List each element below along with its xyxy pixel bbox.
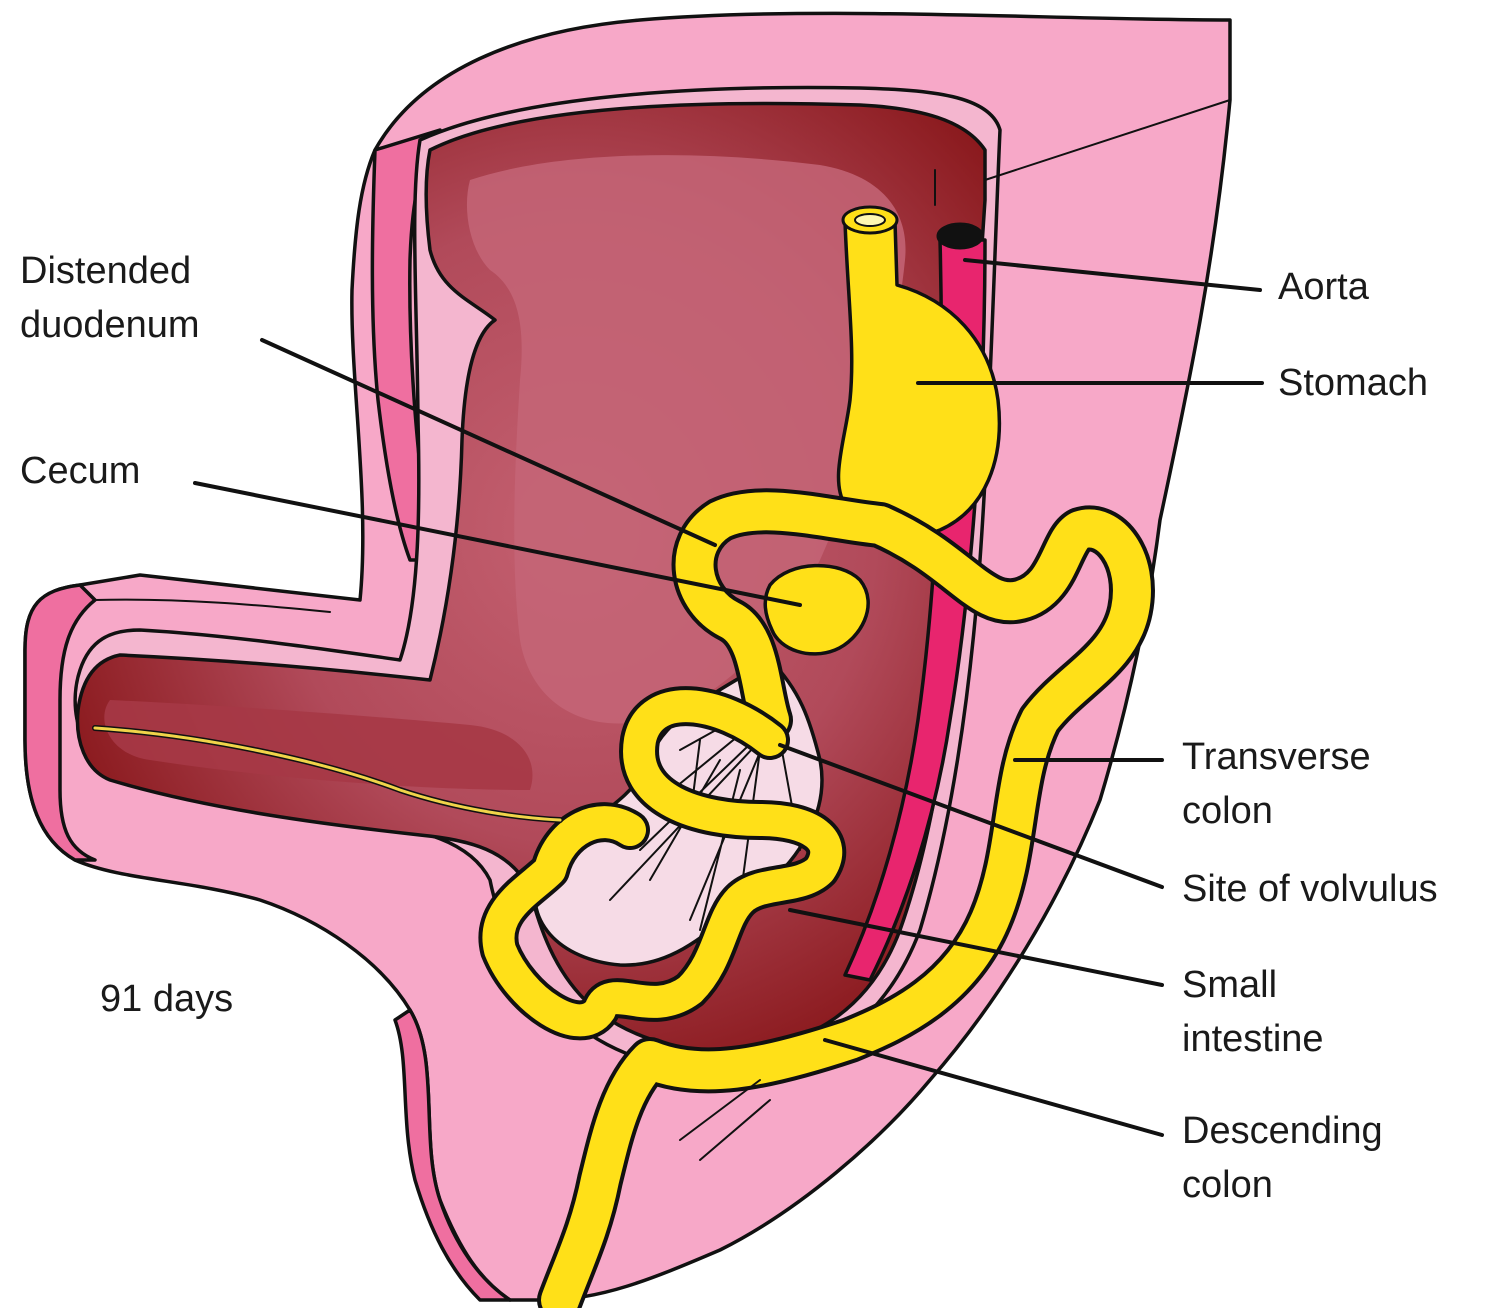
age-caption: 91 days <box>100 972 233 1026</box>
label-line: colon <box>1182 1158 1383 1212</box>
esophagus-lumen <box>855 214 885 226</box>
label-line: Transverse <box>1182 730 1371 784</box>
label-transverse-colon: Transverse colon <box>1182 730 1371 838</box>
label-descending-colon: Descending colon <box>1182 1104 1383 1212</box>
label-line: Distended <box>20 244 200 298</box>
label-line: Stomach <box>1278 356 1428 410</box>
label-distended-duodenum: Distended duodenum <box>20 244 200 352</box>
label-line: duodenum <box>20 298 200 352</box>
label-line: Descending <box>1182 1104 1383 1158</box>
label-line: Site of volvulus <box>1182 862 1438 916</box>
label-stomach: Stomach <box>1278 356 1428 410</box>
label-small-intestine: Small intestine <box>1182 958 1324 1066</box>
label-line: intestine <box>1182 1012 1324 1066</box>
label-line: colon <box>1182 784 1371 838</box>
label-cecum: Cecum <box>20 444 140 498</box>
label-line: Small <box>1182 958 1324 1012</box>
label-line: Cecum <box>20 444 140 498</box>
aorta-lumen <box>938 224 982 248</box>
label-site-of-volvulus: Site of volvulus <box>1182 862 1438 916</box>
label-line: Aorta <box>1278 260 1369 314</box>
label-aorta: Aorta <box>1278 260 1369 314</box>
